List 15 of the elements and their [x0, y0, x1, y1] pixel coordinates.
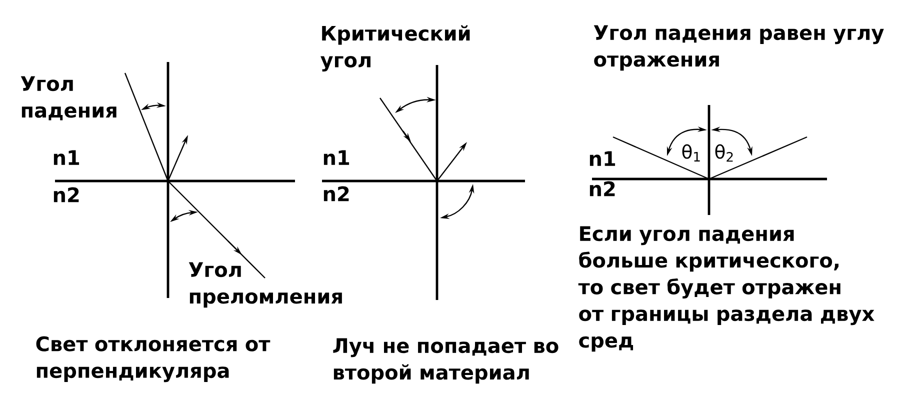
angle-label: Угол преломления — [188, 262, 342, 308]
medium-label: n2 — [590, 181, 615, 196]
medium-label: n1 — [590, 151, 616, 166]
caption-text: Если угол падения больше критического, то свет будет отражен от границы раздела двух сред — [578, 226, 874, 352]
angle-label: Угол падения — [20, 76, 116, 120]
angle-label: Критический угол — [320, 25, 470, 72]
medium-label: n1 — [324, 150, 350, 165]
medium-label: n2 — [54, 187, 79, 202]
medium-label: n2 — [324, 186, 349, 202]
medium-label: n1 — [54, 150, 80, 165]
angle-symbol: θ$_{2}$ — [715, 144, 733, 162]
caption-text: Угол падения равен углу отражения — [594, 25, 884, 71]
caption-text: Луч не попадает во второй материал — [333, 338, 558, 384]
angle-symbol: θ$_{1}$ — [682, 144, 700, 162]
caption-text: Свет отклоняется от перпендикуляра — [36, 336, 270, 382]
